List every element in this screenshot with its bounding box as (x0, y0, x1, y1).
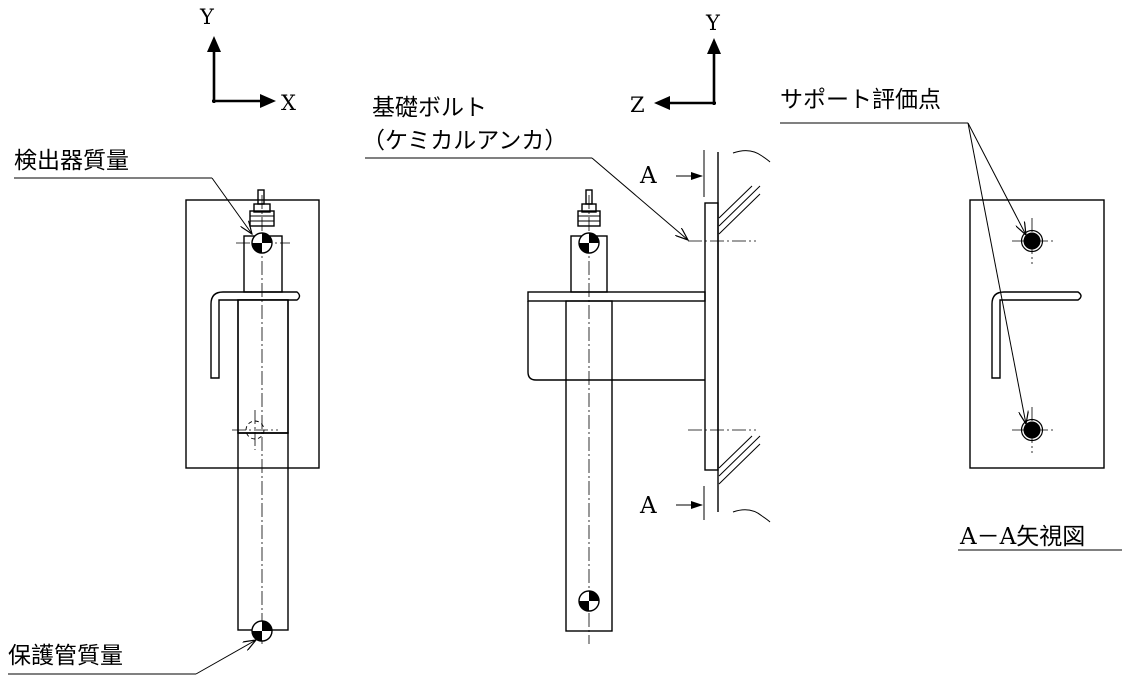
support-point-bottom (1012, 407, 1054, 453)
protection-tube-mass-label: 保護管質量 (8, 643, 123, 669)
left-axis-x-label: X (281, 91, 296, 115)
x-axis-arrow-icon (260, 94, 276, 108)
base-plate-left (185, 199, 320, 469)
base-plate-side (704, 202, 719, 471)
y-axis-arrow-icon (207, 36, 221, 52)
base-plate-aa-view (969, 199, 1105, 469)
section-mark-bottom: A (639, 493, 657, 519)
mid-axis-z-label: Z (630, 93, 645, 117)
right-section-view: サポート評価点 A－A矢視図 (780, 87, 1122, 551)
bracket-flange-side (527, 291, 706, 302)
z-axis-arrow-icon (654, 96, 670, 110)
y-axis-arrow-icon-mid (707, 38, 721, 54)
detector-mass-symbol-side (578, 232, 600, 254)
middle-axis-indicator: Y Z (630, 11, 721, 117)
protection-tube-mass-symbol-left (251, 620, 273, 642)
middle-side-view: A A 基礎ボルト （ケミカルアンカ） (362, 95, 771, 644)
angle-bracket-left (210, 291, 301, 379)
support-eval-point-label: サポート評価点 (780, 87, 941, 113)
mid-axis-y-label: Y (705, 11, 721, 35)
protection-tube-mass-symbol-side (578, 590, 600, 612)
detector-mass-symbol-left (251, 232, 273, 254)
protection-tube-upper-left (237, 299, 289, 434)
section-mark-top: A (639, 163, 657, 189)
left-axis-indicator: Y X (199, 5, 296, 115)
support-point-top (1012, 218, 1054, 264)
left-axis-y-label: Y (199, 5, 215, 29)
bracket-web-side (527, 301, 705, 381)
foundation-bolt-label: 基礎ボルト (372, 95, 487, 121)
protection-tube-lower-left (237, 432, 289, 631)
angle-bracket-aa-view (991, 291, 1082, 379)
foundation-bolt-sublabel: （ケミカルアンカ） (362, 128, 567, 154)
left-front-view: 検出器質量 保護管質量 (8, 148, 320, 675)
aa-view-title: A－A矢視図 (959, 524, 1085, 550)
detector-mass-label: 検出器質量 (14, 148, 129, 174)
